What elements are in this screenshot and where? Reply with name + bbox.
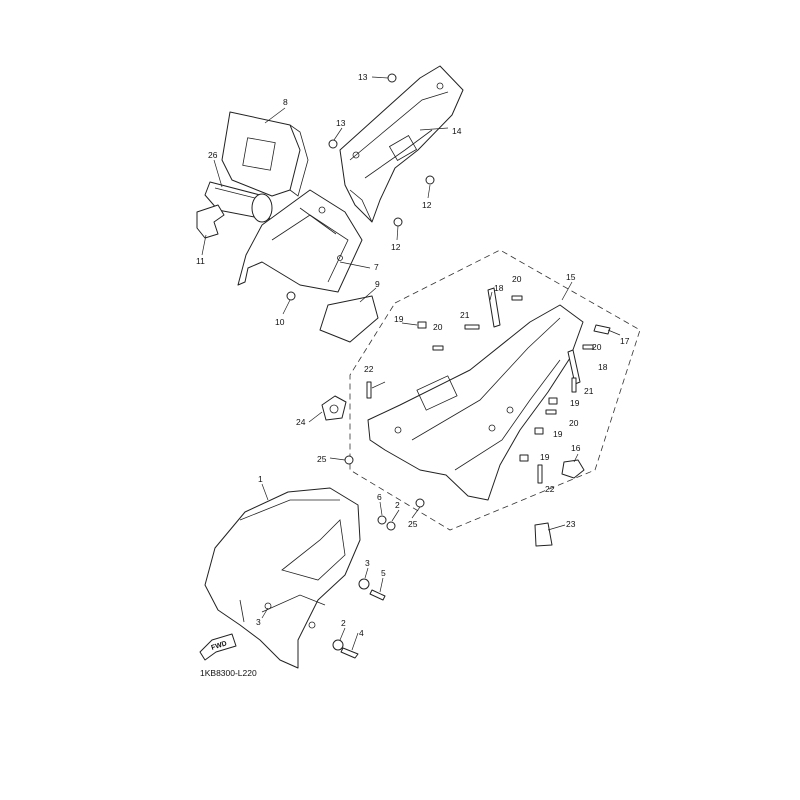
callout-21-a: 21 — [460, 310, 470, 320]
part-18-strip-b — [567, 349, 581, 385]
part-7-battery-box — [237, 189, 363, 293]
callout-19-c: 19 — [553, 429, 563, 439]
callout-19-a: 19 — [394, 314, 404, 324]
callout-7: 7 — [374, 262, 379, 272]
callout-23: 23 — [566, 519, 576, 529]
part-19-pad-d — [519, 454, 529, 462]
fwd-arrow-icon: FWD — [199, 633, 237, 661]
part-21-strip-a — [464, 324, 480, 330]
callout-3-a: 3 — [365, 558, 370, 568]
leader-lines — [201, 76, 621, 651]
part-13-nut-a — [387, 73, 397, 83]
part-16-clamp — [561, 459, 585, 479]
callout-20-c: 20 — [592, 342, 602, 352]
part-18-strip-a — [487, 287, 501, 328]
callout-15: 15 — [566, 272, 576, 282]
callout-19-b: 19 — [570, 398, 580, 408]
part-17-seal — [593, 324, 611, 335]
part-5-bolt — [369, 589, 386, 601]
callout-4: 4 — [359, 628, 364, 638]
part-19-pad-b — [548, 397, 558, 405]
callout-2-a: 2 — [395, 500, 400, 510]
callout-13-a: 13 — [358, 72, 368, 82]
callout-9: 9 — [375, 279, 380, 289]
callout-16: 16 — [571, 443, 581, 453]
part-22-strip-b — [537, 464, 543, 484]
callout-2-b: 2 — [341, 618, 346, 628]
callout-14: 14 — [452, 126, 462, 136]
callout-12-b: 12 — [391, 242, 401, 252]
diagram-code: 1KB8300-L220 — [200, 668, 257, 678]
part-1-front-fender — [204, 487, 361, 669]
assembly-boundary-15 — [349, 249, 641, 531]
part-20-strip-c — [582, 344, 594, 350]
callout-12-a: 12 — [422, 200, 432, 210]
callout-22-a: 22 — [364, 364, 374, 374]
part-25-nut-a — [344, 455, 354, 465]
callouts: 1 2 2 3 3 4 5 6 7 8 9 10 11 12 12 13 13 … — [196, 72, 630, 638]
fwd-arrow-label: FWD — [210, 640, 227, 652]
part-4-bolt — [340, 647, 359, 659]
part-20-strip-a — [511, 295, 523, 301]
callout-6: 6 — [377, 492, 382, 502]
part-20-strip-d — [545, 409, 557, 415]
callout-20-a: 20 — [512, 274, 522, 284]
part-8-cover-panel — [221, 111, 309, 197]
part-24-bracket — [321, 395, 347, 421]
part-15-rear-fender — [367, 304, 584, 501]
callout-11: 11 — [196, 256, 205, 266]
callout-25-b: 25 — [408, 519, 418, 529]
part-14-rear-frame-bracket — [339, 65, 464, 223]
callout-8: 8 — [283, 97, 288, 107]
part-10-bolt — [286, 291, 296, 301]
callout-25-a: 25 — [317, 454, 327, 464]
part-23-grommet — [534, 522, 553, 547]
part-19-pad-a — [417, 321, 427, 329]
callout-18-a: 18 — [494, 283, 504, 293]
part-12-bolt-b — [393, 217, 403, 227]
part-20-strip-b — [432, 345, 444, 351]
callout-21-b: 21 — [584, 386, 594, 396]
part-6-collar — [377, 515, 387, 525]
callout-10: 10 — [275, 317, 285, 327]
callout-3-b: 3 — [256, 617, 261, 627]
part-21-strip-b — [571, 377, 577, 393]
part-2-washer-b — [332, 639, 344, 651]
callout-5: 5 — [381, 568, 386, 578]
part-13-nut-b — [328, 139, 338, 149]
callout-24: 24 — [296, 417, 306, 427]
part-2-washer-a — [386, 521, 396, 531]
part-12-bolt-a — [425, 175, 435, 185]
part-3-grommet-a — [358, 578, 370, 590]
callout-20-d: 20 — [569, 418, 579, 428]
part-11-battery-band — [196, 204, 225, 239]
part-19-pad-c — [534, 427, 544, 435]
callout-1: 1 — [258, 474, 263, 484]
callout-20-b: 20 — [433, 322, 443, 332]
callout-19-d: 19 — [540, 452, 550, 462]
part-25-nut-b — [415, 498, 425, 508]
part-22-strip-a — [366, 381, 372, 399]
callout-22-b: 22 — [545, 484, 555, 494]
callout-17: 17 — [620, 336, 630, 346]
callout-18-b: 18 — [598, 362, 608, 372]
part-9-pad — [319, 295, 379, 343]
callout-26: 26 — [208, 150, 218, 160]
callout-13-b: 13 — [336, 118, 346, 128]
